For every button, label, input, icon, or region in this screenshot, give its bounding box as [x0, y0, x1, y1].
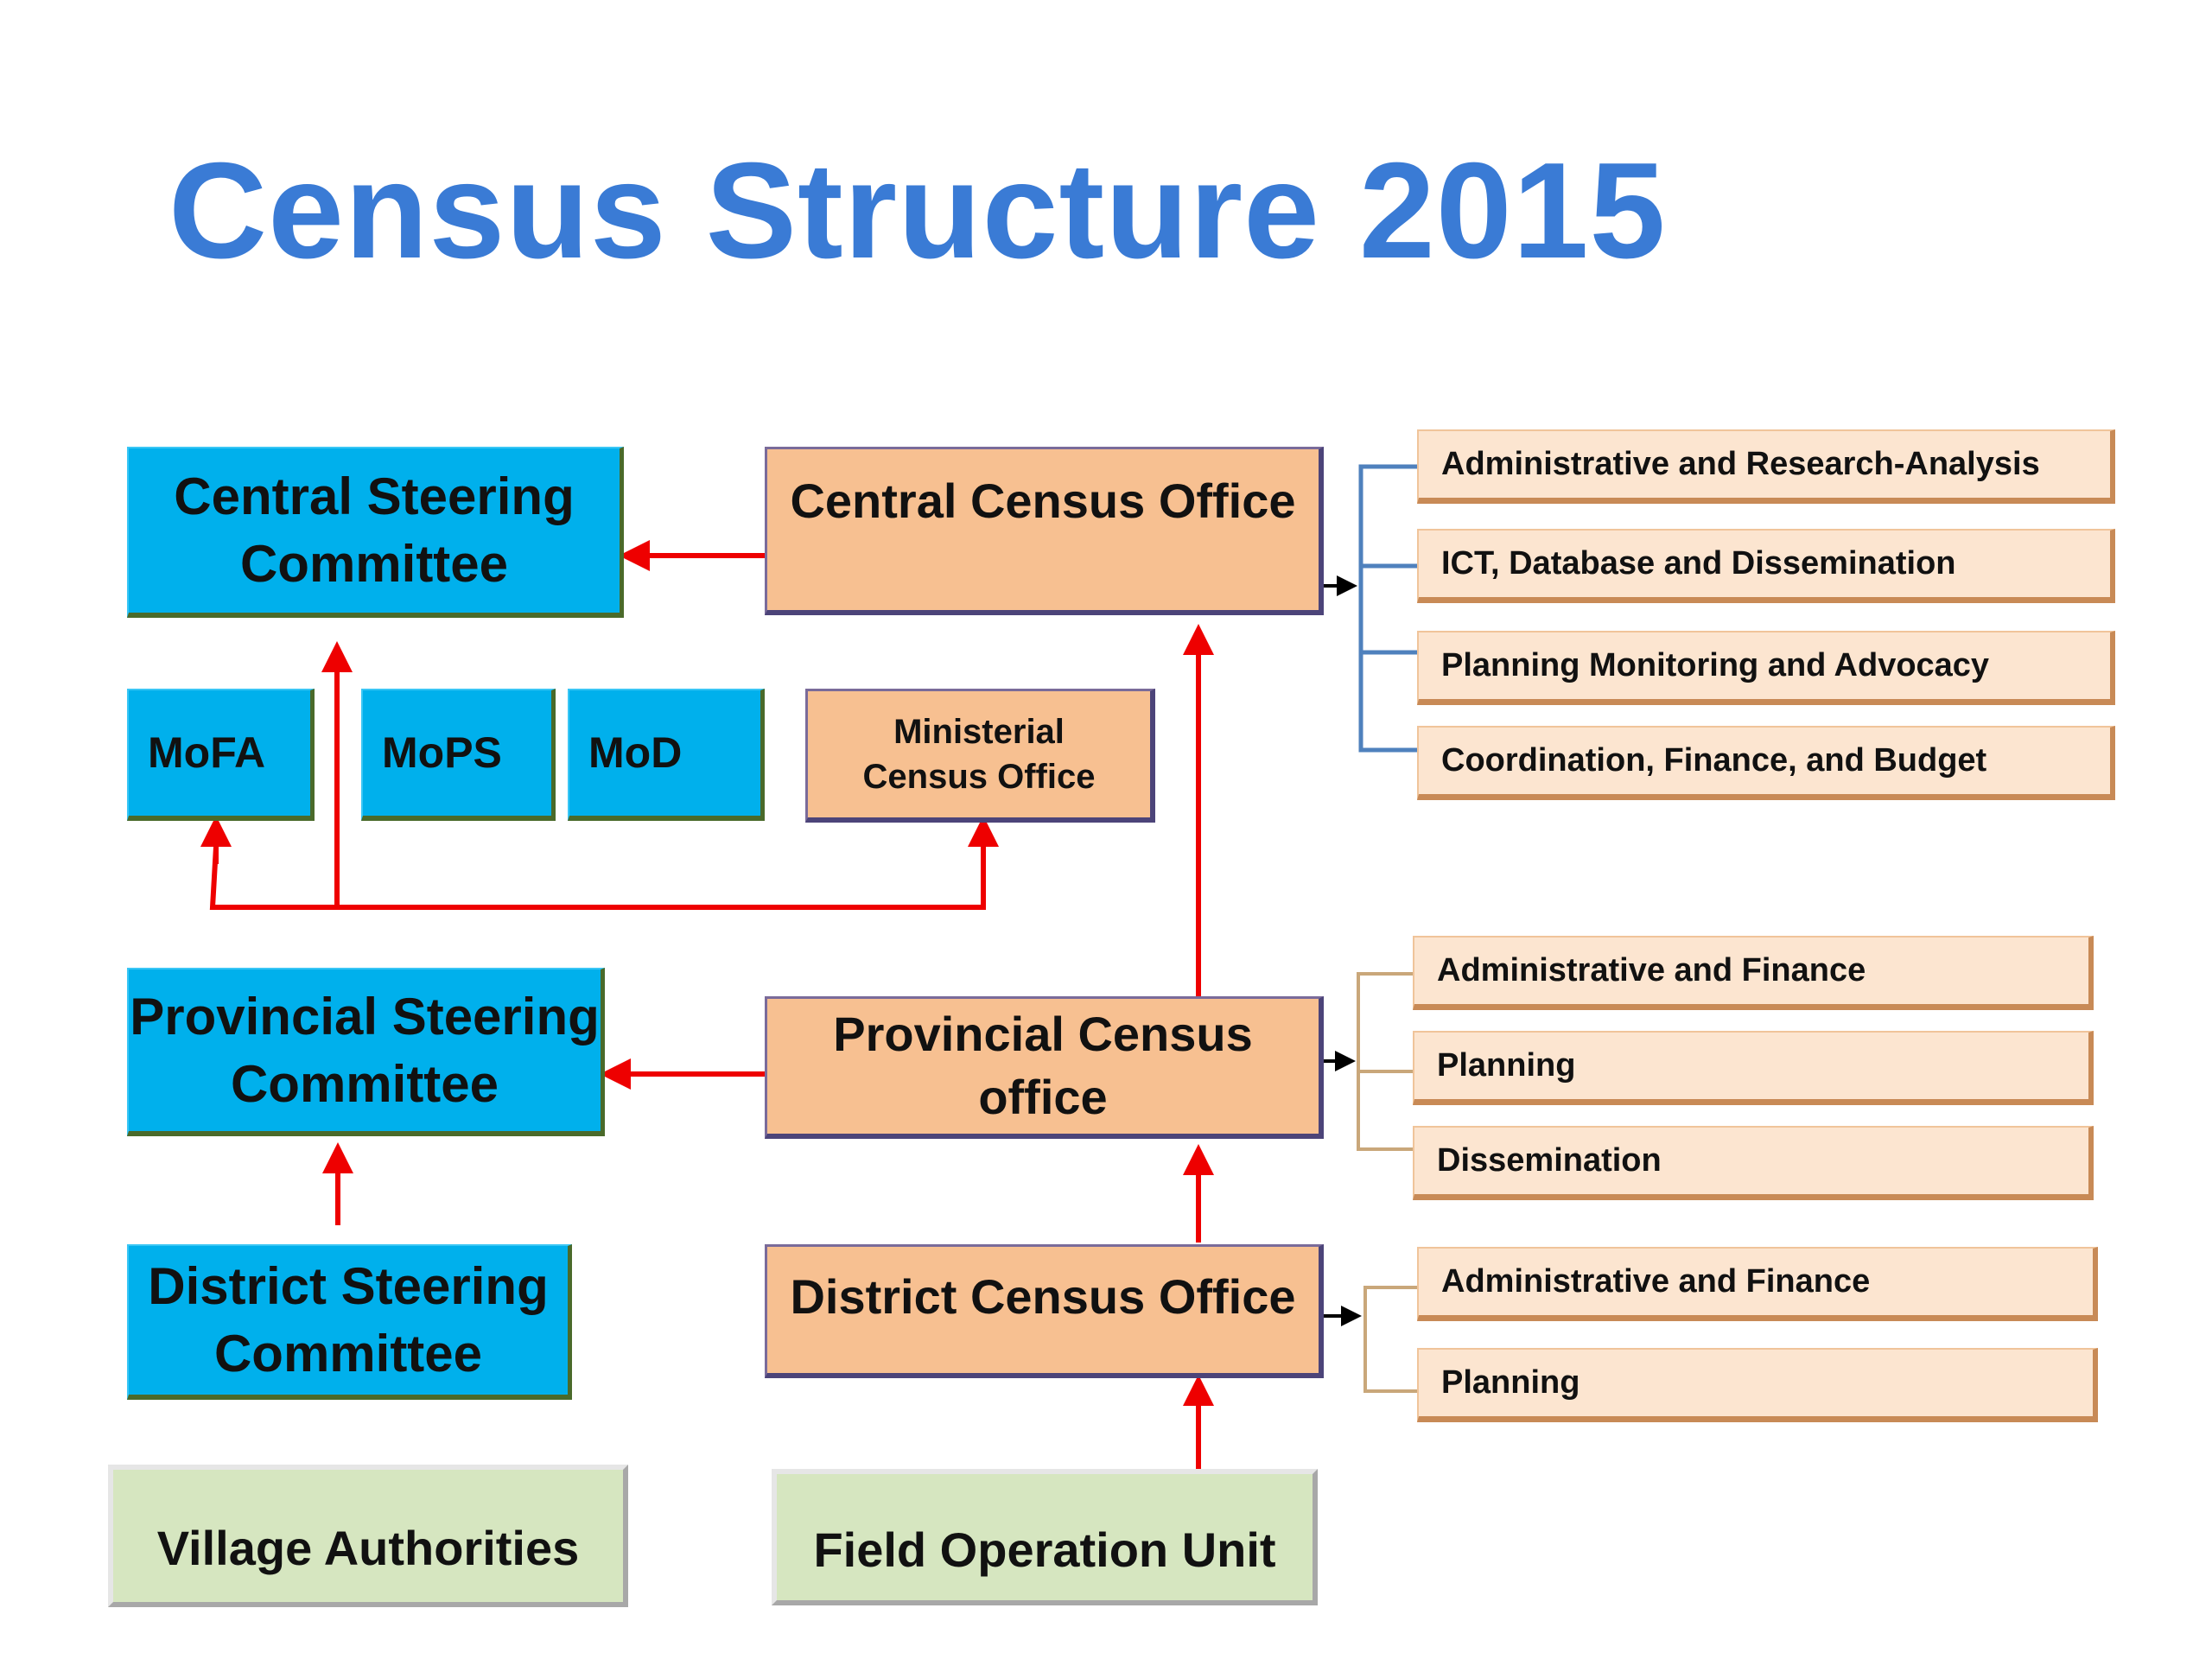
central-unit-label: Administrative and Research-Analysis	[1441, 446, 2040, 482]
central-unit-label: Coordination, Finance, and Budget	[1441, 742, 1987, 779]
mofa-box: MoFA	[127, 689, 315, 821]
district-census-office-label: District Census Office	[790, 1269, 1296, 1324]
provincial-unit-item: Administrative and Finance	[1413, 936, 2094, 1010]
provincial-unit-label: Administrative and Finance	[1437, 952, 1866, 988]
mops-box: MoPS	[361, 689, 556, 821]
provincial-unit-item: Dissemination	[1413, 1126, 2094, 1200]
village-authorities-box: Village Authorities	[108, 1465, 628, 1607]
central-unit-item: Coordination, Finance, and Budget	[1417, 726, 2115, 800]
provincial-census-office-label: Provincial Census office	[833, 1007, 1253, 1124]
provincial-steering-committee-label: Provincial Steering Committee	[130, 987, 600, 1113]
provincial-unit-item: Planning	[1413, 1031, 2094, 1105]
central-unit-label: Planning Monitoring and Advocacy	[1441, 647, 1990, 683]
field-operation-unit-box: Field Operation Unit	[772, 1469, 1318, 1605]
field-operation-unit-label: Field Operation Unit	[813, 1522, 1276, 1577]
district-steering-committee-box: District Steering Committee	[127, 1244, 572, 1400]
district-steering-committee-label: District Steering Committee	[148, 1257, 549, 1382]
provincial-unit-label: Planning	[1437, 1047, 1576, 1084]
district-unit-item: Administrative and Finance	[1417, 1247, 2098, 1321]
central-steering-committee-label: Central Steering Committee	[174, 467, 575, 593]
ministerial-census-office-label: Ministerial Census Office	[862, 713, 1096, 796]
village-authorities-label: Village Authorities	[156, 1521, 580, 1576]
central-census-office-box: Central Census Office	[765, 447, 1324, 615]
district-census-office-box: District Census Office	[765, 1244, 1324, 1378]
provincial-census-office-box: Provincial Census office	[765, 996, 1324, 1139]
district-unit-label: Planning	[1441, 1364, 1580, 1401]
mod-box: MoD	[568, 689, 765, 821]
central-census-office-label: Central Census Office	[790, 474, 1296, 528]
central-unit-item: Planning Monitoring and Advocacy	[1417, 631, 2115, 705]
central-unit-item: ICT, Database and Dissemination	[1417, 529, 2115, 603]
central-unit-item: Administrative and Research-Analysis	[1417, 429, 2115, 504]
central-steering-committee-box: Central Steering Committee	[127, 447, 624, 618]
provincial-steering-committee-box: Provincial Steering Committee	[127, 968, 605, 1136]
district-units-bracket	[1363, 1286, 1421, 1393]
mops-label: MoPS	[382, 728, 502, 777]
provincial-units-bracket	[1357, 972, 1417, 1151]
mod-label: MoD	[588, 728, 683, 777]
central-unit-label: ICT, Database and Dissemination	[1441, 545, 1956, 582]
district-unit-label: Administrative and Finance	[1441, 1263, 1871, 1300]
central-units-bracket	[1358, 464, 1421, 753]
page-title: Census Structure 2015	[168, 135, 1667, 287]
provincial-unit-label: Dissemination	[1437, 1142, 1662, 1179]
ministry-connector-line	[209, 846, 986, 910]
district-unit-item: Planning	[1417, 1348, 2098, 1422]
mofa-label: MoFA	[148, 728, 266, 777]
ministerial-census-office-box: Ministerial Census Office	[805, 689, 1155, 823]
